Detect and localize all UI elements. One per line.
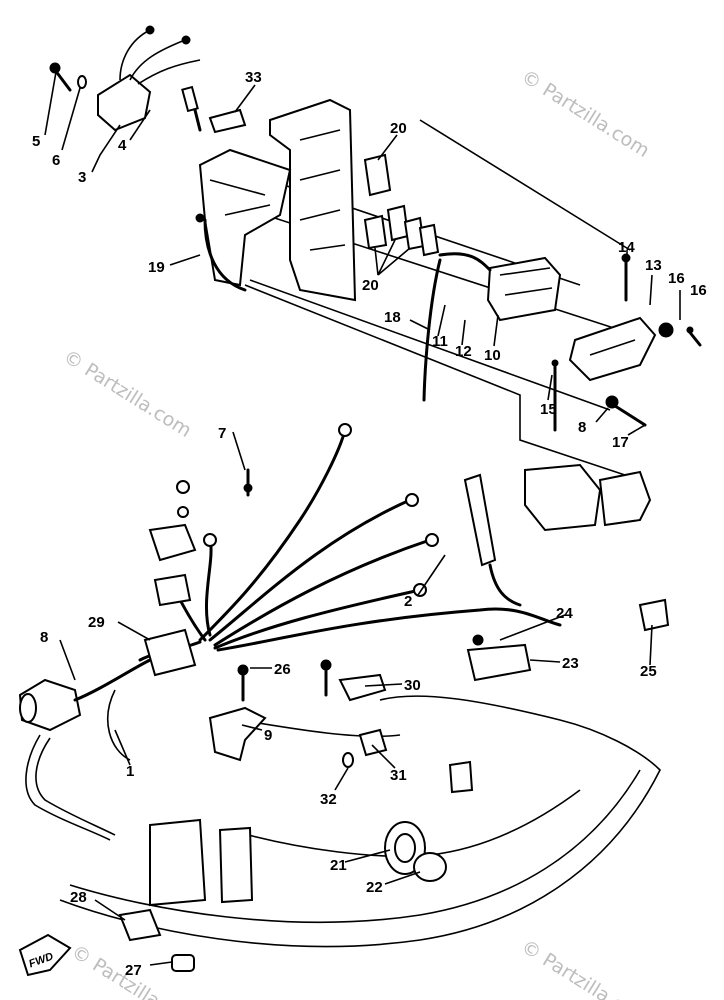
part-label-22: 22 xyxy=(366,879,383,896)
part-label-15a: 14 xyxy=(618,239,635,256)
part-label-10: 10 xyxy=(484,347,501,364)
part-label-1: 1 xyxy=(126,763,134,780)
leader-lines xyxy=(44,71,681,966)
part-label-23: 23 xyxy=(562,655,579,672)
part-label-2: 2 xyxy=(404,593,412,610)
part-label-12: 12 xyxy=(455,343,472,360)
part-label-11: 11 xyxy=(432,333,448,350)
part-label-27: 27 xyxy=(125,962,142,979)
part-label-32: 32 xyxy=(320,791,337,808)
watermark-top-right: © Partzilla.com xyxy=(517,66,653,162)
part-label-31: 31 xyxy=(390,767,407,784)
small-parts xyxy=(148,468,670,768)
part-labels: 5 6 3 4 33 20 20 19 18 11 12 10 14 13 16… xyxy=(32,69,707,979)
part-label-6: 6 xyxy=(52,152,60,169)
part-label-15b: 15 xyxy=(540,401,557,418)
part-label-19: 19 xyxy=(148,259,165,276)
part-label-7: 7 xyxy=(218,425,226,442)
part-label-16b: 16 xyxy=(690,282,707,299)
part-label-13: 13 xyxy=(645,257,662,274)
part-label-5: 5 xyxy=(32,133,40,150)
part-label-29: 29 xyxy=(88,614,105,631)
svg-text:© Partzilla.com: © Partzilla.com xyxy=(59,346,195,442)
part-label-20a: 20 xyxy=(390,120,407,137)
watermark-mid-left: © Partzilla.com xyxy=(59,346,195,442)
part-label-14: 8 xyxy=(578,419,586,436)
part-label-9: 9 xyxy=(264,727,272,744)
svg-text:© Partzilla.com: © Partzilla.com xyxy=(517,936,653,1000)
fwd-arrow: FWD xyxy=(18,933,72,977)
part-label-18: 18 xyxy=(384,309,401,326)
watermark-bottom-right: © Partzilla.com xyxy=(517,936,653,1000)
part-label-17: 17 xyxy=(612,434,629,451)
wire-harness xyxy=(18,423,562,841)
part-label-16a: 16 xyxy=(668,270,685,287)
part-label-4: 4 xyxy=(118,137,127,154)
part-label-28: 28 xyxy=(70,889,87,906)
part-label-25: 25 xyxy=(640,663,657,680)
part-label-3: 3 xyxy=(78,169,86,186)
part-label-21: 21 xyxy=(330,857,347,874)
svg-text:© Partzilla.com: © Partzilla.com xyxy=(517,66,653,162)
upper-assembly xyxy=(49,25,702,532)
part-label-24: 24 xyxy=(556,605,573,622)
part-label-26: 26 xyxy=(274,661,291,678)
part-label-8: 8 xyxy=(40,629,48,646)
part-label-33: 33 xyxy=(245,69,262,86)
part-label-20b: 20 xyxy=(362,277,379,294)
part-label-30: 30 xyxy=(404,677,421,694)
